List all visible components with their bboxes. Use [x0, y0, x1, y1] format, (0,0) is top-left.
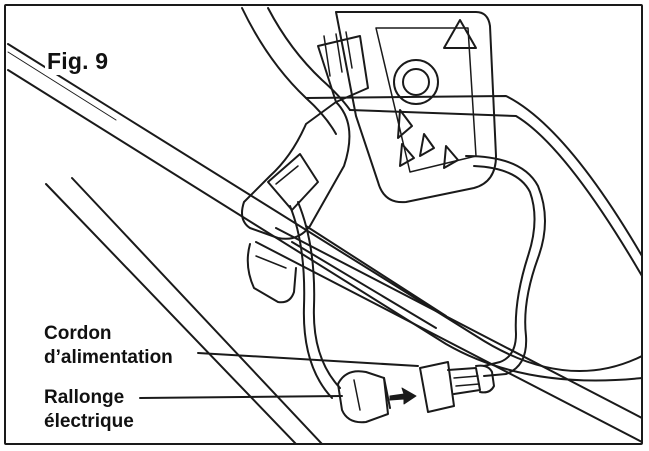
power-cord-callout: Cordon d’alimentation — [42, 322, 175, 370]
cord-bracket — [241, 31, 447, 329]
extension-plug — [337, 370, 391, 424]
lower-tube — [45, 177, 641, 443]
power-cord-label-line-2: d’alimentation — [44, 347, 173, 368]
extension-cord-label-line-1: Rallonge — [44, 387, 125, 408]
power-cord — [289, 155, 546, 399]
arrow-right-icon-3 — [443, 145, 459, 169]
arrow-up-icon — [443, 19, 477, 49]
upper-handle-bar — [241, 7, 641, 277]
connection-arrow-icon — [389, 387, 417, 405]
figure-title: Fig. 9 — [45, 48, 111, 75]
extension-cord-label-line-2: électrique — [44, 411, 134, 432]
power-cord-leader-line — [197, 352, 419, 367]
mower-handle-illustration — [7, 7, 641, 443]
power-cord-socket — [419, 361, 495, 413]
arrow-right-icon — [397, 109, 413, 139]
handle-tube — [7, 43, 641, 382]
extension-cord-callout: Rallonge électrique — [42, 386, 136, 434]
extension-cord-leader-line — [139, 395, 343, 399]
arrow-right-icon-2 — [419, 133, 435, 157]
figure-frame: Fig. 9 Cordon d’alimentation Rallonge él… — [4, 4, 643, 445]
power-cord-label-line-1: Cordon — [44, 323, 112, 344]
